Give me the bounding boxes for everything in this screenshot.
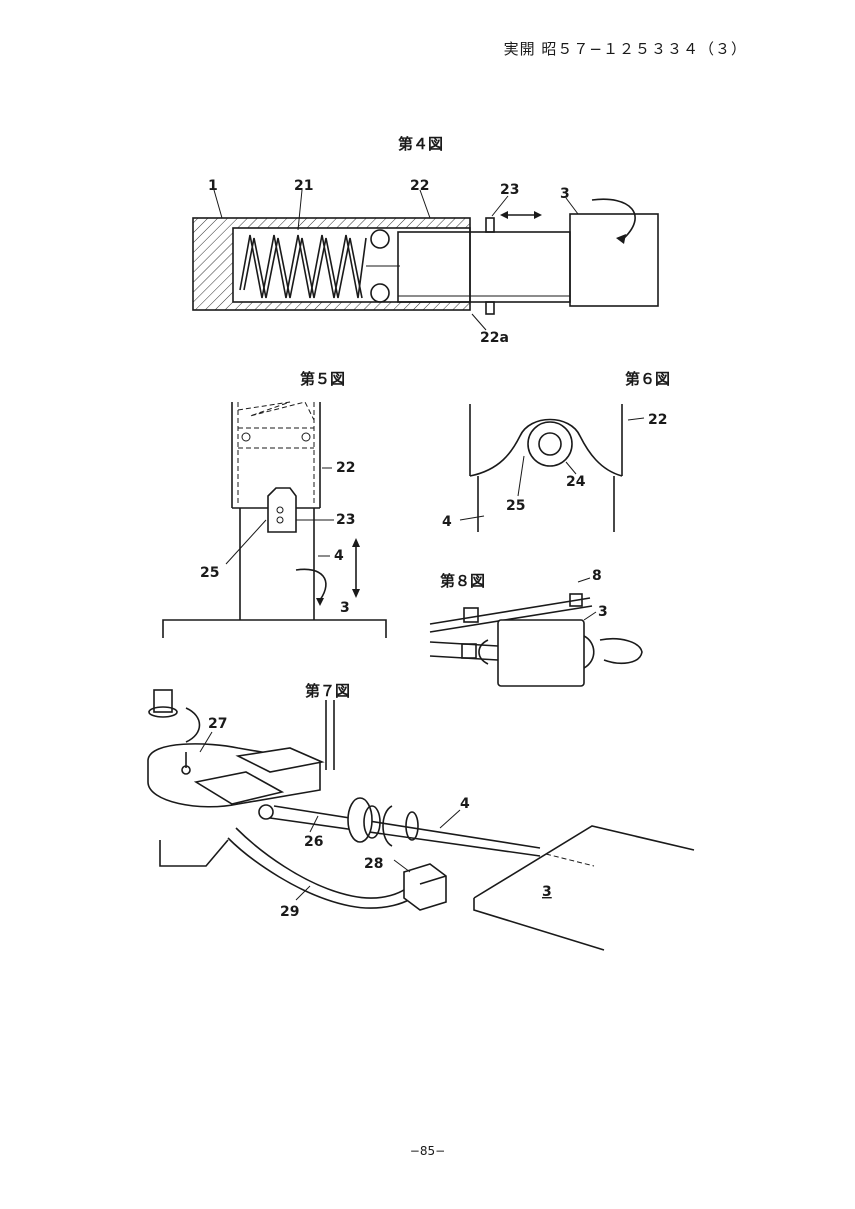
- fig6-label-22: 22: [648, 412, 667, 428]
- fig7-label-29: 29: [280, 904, 299, 920]
- fig6-label-24: 24: [566, 474, 586, 490]
- fig7-label-26: 26: [304, 834, 323, 850]
- fig6-label-25: 25: [506, 498, 525, 514]
- fig8-label-8: 8: [592, 568, 602, 584]
- fig5-label-25: 25: [200, 565, 219, 581]
- fig5-label-4: 4: [334, 548, 344, 564]
- figure-4-drawing: 1 21 22 23 3 22a: [193, 178, 658, 346]
- fig4-label-22: 22: [410, 178, 429, 194]
- fig7-label-4: 4: [460, 796, 470, 812]
- figure-7-drawing: 27 4 26 28 29 3: [148, 690, 694, 950]
- fig4-label-1: 1: [208, 178, 218, 194]
- fig5-label-22: 22: [336, 460, 355, 476]
- fig4-label-3: 3: [560, 186, 570, 202]
- fig6-label-4: 4: [442, 514, 452, 530]
- fig4-label-21: 21: [294, 178, 313, 194]
- fig4-label-23: 23: [500, 182, 519, 198]
- figure-6-drawing: 22 24 25 4: [442, 404, 667, 532]
- figure-8-drawing: 8 3: [430, 568, 642, 686]
- fig5-label-23: 23: [336, 512, 355, 528]
- fig5-label-3: 3: [340, 600, 350, 616]
- fig4-label-22a: 22a: [480, 330, 509, 346]
- figure-5-drawing: 22 23 25 4 3: [163, 402, 386, 638]
- fig7-label-3: 3: [542, 884, 552, 900]
- page-number: −85−: [0, 1144, 855, 1158]
- fig7-label-27: 27: [208, 716, 227, 732]
- fig7-label-28: 28: [364, 856, 383, 872]
- fig8-label-3: 3: [598, 604, 608, 620]
